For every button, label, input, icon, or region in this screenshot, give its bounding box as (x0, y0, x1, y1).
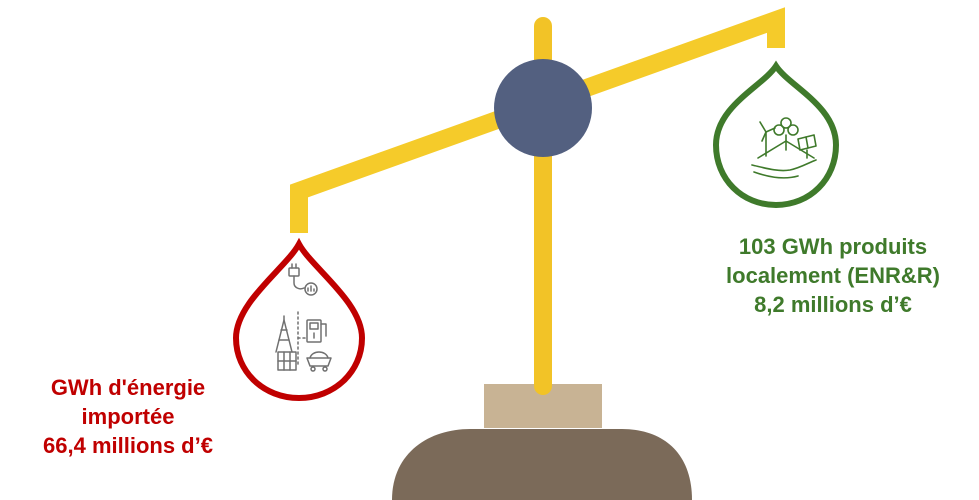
fossil-energy-icon (275, 263, 332, 372)
local-production-value: 8,2 millions d’€ (754, 292, 912, 317)
imported-energy-value: 66,4 millions d’€ (43, 433, 213, 458)
imported-energy-label-2: importée (81, 404, 175, 429)
local-production-source: localement (ENR&R) (726, 263, 940, 288)
imported-energy-caption: GWh d'énergie importée 66,4 millions d’€ (0, 373, 256, 460)
green-drop-outline (712, 60, 840, 209)
local-production-caption: 103 GWh produits localement (ENR&R) 8,2 … (690, 232, 976, 319)
imported-energy-label: GWh d'énergie (50, 375, 206, 400)
scale-base (392, 384, 692, 500)
local-production-amount: 103 GWh produits (738, 234, 928, 259)
scale-pivot (494, 59, 592, 157)
local-production-drop (712, 60, 840, 209)
scale-base-body (392, 429, 692, 500)
renewable-energy-icon (751, 117, 817, 179)
imported-energy-drop (232, 237, 366, 402)
